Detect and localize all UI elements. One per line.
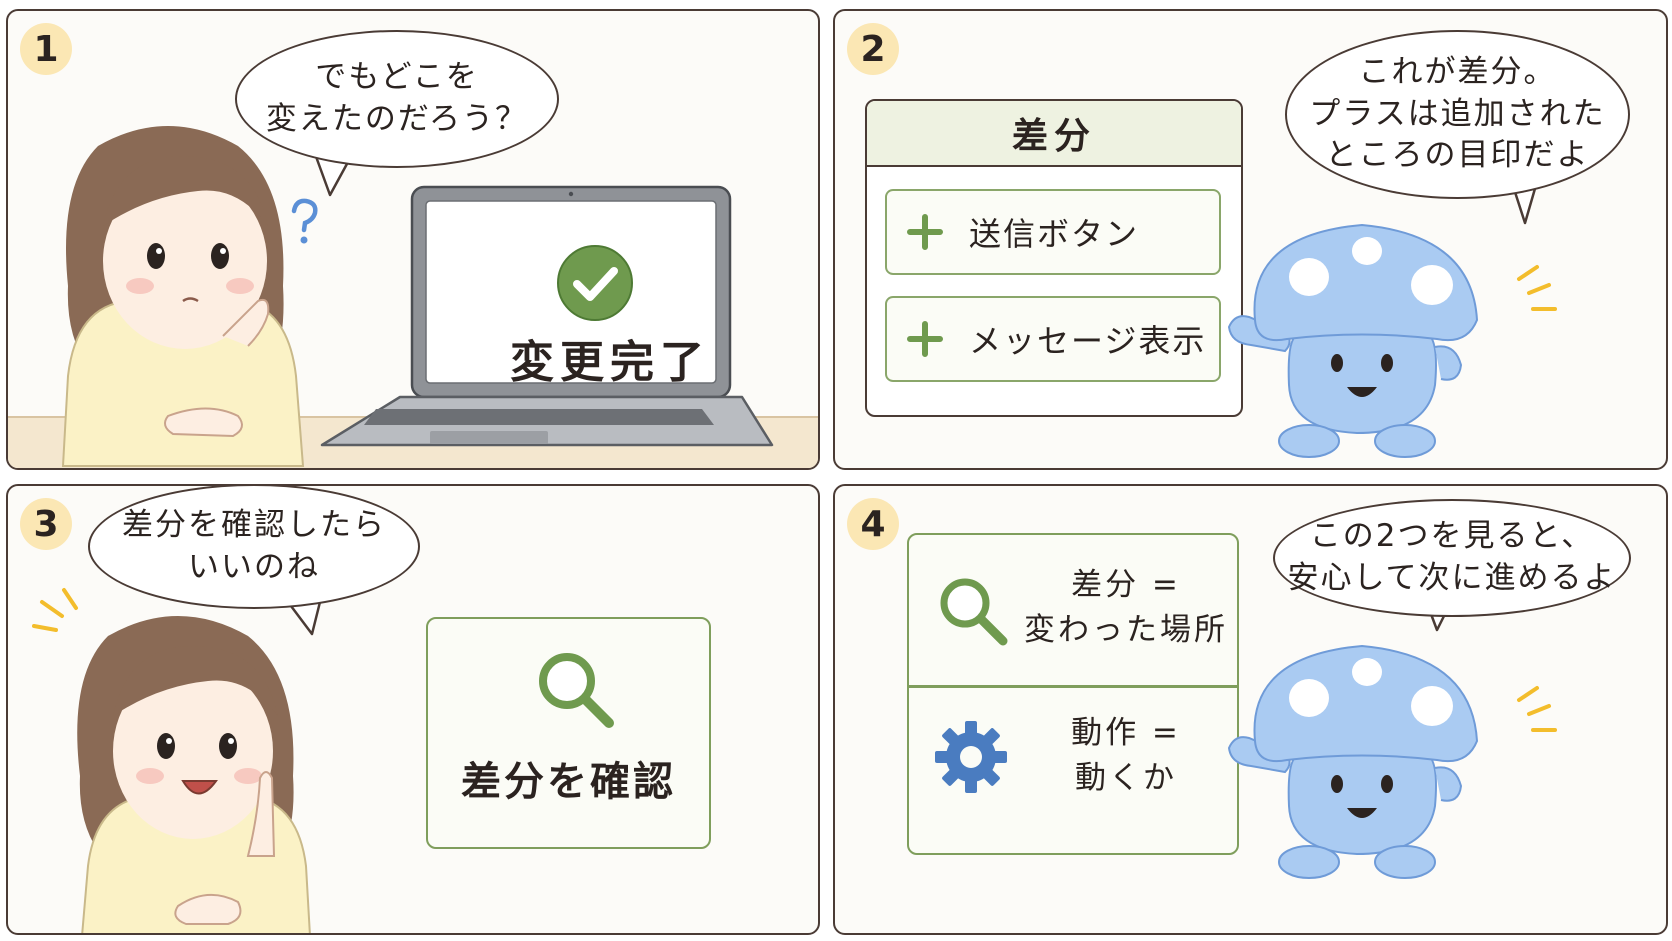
speech-line: これが差分。 bbox=[1358, 53, 1557, 90]
comic-panel-2: 2 差分 送信ボタン メッセージ表示 これが差分。 プラスは追加された ところの… bbox=[833, 9, 1668, 470]
panel-number: 4 bbox=[847, 498, 899, 550]
mushroom-mascot bbox=[1227, 223, 1479, 458]
magnifier-icon bbox=[539, 653, 614, 728]
diff-card-title: 差分 bbox=[867, 101, 1241, 167]
speech-line: プラスは追加された bbox=[1309, 95, 1606, 132]
panel-number: 2 bbox=[847, 23, 899, 75]
diff-card: 差分 送信ボタン メッセージ表示 bbox=[865, 99, 1243, 417]
mushroom-mascot bbox=[1227, 644, 1479, 879]
gear-icon bbox=[935, 721, 1007, 793]
summary-divider bbox=[909, 685, 1237, 688]
sparkle-lines bbox=[1517, 265, 1557, 311]
check-diff-label: 差分を確認 bbox=[461, 759, 676, 805]
summary-diff-text: 差分 = 変わった場所 bbox=[1021, 563, 1231, 653]
panel-number: 1 bbox=[20, 23, 72, 75]
sparkle-lines bbox=[32, 588, 78, 632]
comic-panel-4: 4 差分 = 変わった場所 動作 = bbox=[833, 484, 1668, 935]
laptop bbox=[320, 185, 774, 447]
speech-bubble: 差分を確認したら いいのね bbox=[88, 486, 420, 609]
diff-row-label: 送信ボタン bbox=[969, 215, 1140, 253]
magnifier-icon bbox=[940, 578, 1008, 646]
speech-line: ところの目印だよ bbox=[1325, 137, 1590, 174]
speech-line: この2つを見ると、 bbox=[1309, 518, 1595, 555]
speech-line: 変えたのだろう？ bbox=[265, 101, 529, 137]
summary-line: 差分 = bbox=[1071, 567, 1181, 603]
panel-number: 3 bbox=[20, 498, 72, 550]
diff-row-label: メッセージ表示 bbox=[969, 322, 1207, 360]
check-circle-icon bbox=[557, 245, 633, 321]
summary-line: 変わった場所 bbox=[1024, 611, 1228, 648]
diff-row: 送信ボタン bbox=[885, 189, 1221, 275]
speech-line: 差分を確認したら bbox=[122, 506, 386, 543]
sparkle-lines bbox=[1517, 686, 1557, 732]
speech-bubble: この2つを見ると、 安心して次に進めるよ bbox=[1273, 499, 1631, 617]
speech-line: でもどこを bbox=[315, 59, 479, 96]
summary-line: 動作 = bbox=[1071, 715, 1181, 751]
speech-line: 安心して次に進めるよ bbox=[1287, 560, 1617, 596]
plus-icon bbox=[907, 321, 943, 357]
girl-thinking-illustration bbox=[61, 126, 305, 467]
summary-card: 差分 = 変わった場所 動作 = 動くか bbox=[907, 533, 1239, 855]
diff-row: メッセージ表示 bbox=[885, 296, 1221, 382]
laptop-screen-text: 変更完了 bbox=[510, 337, 710, 388]
speech-line: いいのね bbox=[188, 548, 320, 585]
plus-icon bbox=[907, 214, 943, 250]
summary-line: 動くか bbox=[1075, 759, 1177, 796]
check-diff-card: 差分を確認 bbox=[426, 617, 711, 849]
comic-panel-1: 1 でもどこを 変えたのだろう？ bbox=[6, 9, 820, 470]
speech-bubble: これが差分。 プラスは追加された ところの目印だよ bbox=[1285, 30, 1630, 199]
comic-panel-3: 3 差分を確認したら いいのね 差分を確認 bbox=[6, 484, 820, 935]
speech-bubble: でもどこを 変えたのだろう？ bbox=[235, 30, 559, 168]
question-mark-icon bbox=[291, 198, 318, 244]
girl-happy-illustration bbox=[77, 616, 311, 933]
summary-action-text: 動作 = 動くか bbox=[1021, 711, 1231, 801]
